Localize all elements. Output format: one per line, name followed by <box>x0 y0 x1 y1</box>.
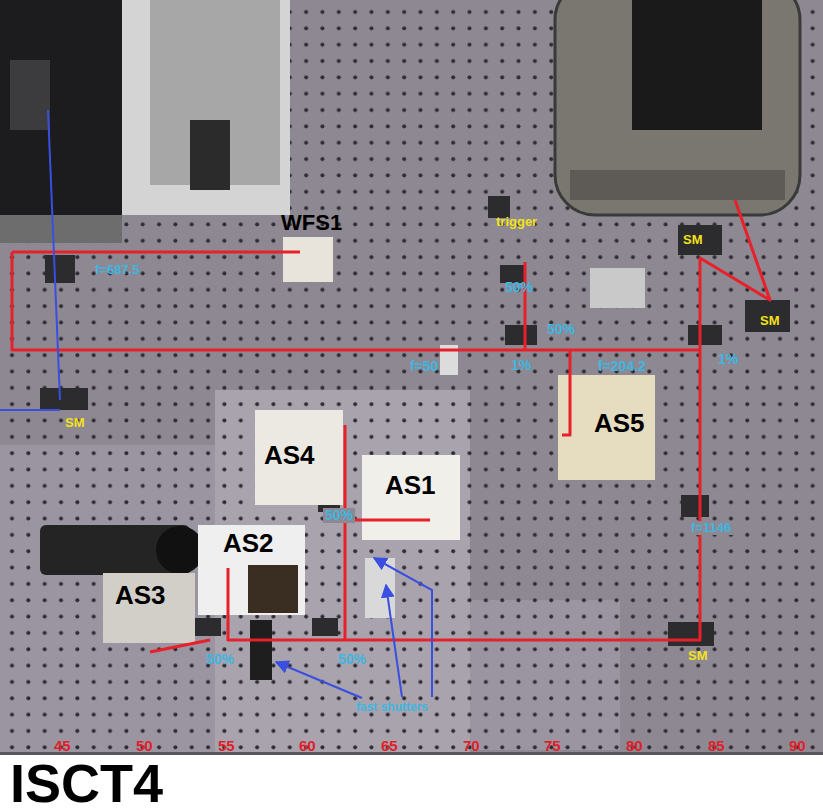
optic-label: SM <box>681 233 705 247</box>
detector-label: AS5 <box>594 409 645 438</box>
beam <box>562 350 570 435</box>
camera <box>40 525 204 575</box>
detector-photo <box>248 565 298 613</box>
optic-label: 50% <box>204 652 236 667</box>
equipment-part <box>10 60 50 130</box>
optic-label: fast shutters <box>354 701 430 714</box>
axis-number: 60 <box>297 738 318 755</box>
detector-paper <box>362 455 460 540</box>
table-edge <box>0 752 823 755</box>
table-holes <box>0 0 823 752</box>
detector-box: AS3 <box>111 579 170 612</box>
mirror-mount <box>40 388 88 410</box>
detector-box: AS1 <box>381 469 440 502</box>
detector-box: AS5 <box>590 407 649 440</box>
lens-mount <box>681 495 709 517</box>
detector-papers <box>103 237 655 643</box>
mirror-mount <box>312 618 338 636</box>
mirror-mount <box>678 225 722 255</box>
leader-line <box>386 585 402 697</box>
axis-number: 70 <box>461 738 482 755</box>
optic-label: SM <box>758 314 782 328</box>
beam <box>150 640 210 652</box>
optic-label: f=204.2 <box>596 359 648 374</box>
table-top <box>0 0 823 752</box>
detector-paper <box>283 237 333 282</box>
mirror-mount <box>505 325 537 345</box>
beam <box>12 251 300 254</box>
detector-label: AS2 <box>223 529 274 558</box>
detector-box: WFS1 <box>277 209 347 238</box>
chamber-flange <box>570 170 785 200</box>
detector-label: AS3 <box>115 581 166 610</box>
detector-box <box>590 268 645 308</box>
equipment-photo <box>0 0 290 243</box>
axis-number: 55 <box>216 738 237 755</box>
mirror-mount <box>688 325 722 345</box>
equipment-frame <box>122 0 290 215</box>
shutter <box>250 620 272 680</box>
optic-label: 50% <box>323 508 355 523</box>
equipment-block <box>0 0 122 238</box>
detector-label: AS1 <box>385 471 436 500</box>
beam <box>345 519 430 522</box>
detector-box: AS2 <box>219 527 278 560</box>
chamber-body <box>555 0 800 215</box>
mirror-mount <box>668 622 714 646</box>
axis-number: 85 <box>706 738 727 755</box>
mirror-mounts <box>40 196 790 680</box>
detector-paper <box>198 525 305 615</box>
camera-lens <box>156 526 204 574</box>
optic-label: 50% <box>503 280 535 295</box>
mirror-mount <box>745 300 790 332</box>
optic-label: f=50 <box>408 359 440 374</box>
detector-label: AS4 <box>264 441 315 470</box>
detector-paper <box>255 410 343 505</box>
beam <box>228 200 770 640</box>
optic-label: f=687.5 <box>93 263 141 277</box>
detector-paper <box>103 573 195 643</box>
axis-number: 90 <box>787 738 808 755</box>
aux-beam <box>48 110 60 400</box>
optic-label: trigger <box>494 215 539 229</box>
optic-label: SM <box>63 416 87 430</box>
axis-number: 65 <box>379 738 400 755</box>
equipment-base <box>0 215 122 243</box>
axis-number: 50 <box>134 738 155 755</box>
vacuum-chamber <box>555 0 800 215</box>
leader-line <box>374 558 432 697</box>
aux-beam <box>0 409 60 411</box>
axis-number: 80 <box>624 738 645 755</box>
beam <box>524 262 527 350</box>
optic-label: 1% <box>509 358 533 373</box>
axis-number: 75 <box>542 738 563 755</box>
chamber-window <box>632 0 762 130</box>
laser-beams <box>12 200 770 652</box>
beam <box>12 252 700 350</box>
beam <box>344 425 347 640</box>
optic-label: SM <box>686 649 710 663</box>
lens-mount <box>45 255 75 283</box>
leader-line <box>276 662 362 698</box>
detector-box: AS4 <box>260 439 319 472</box>
detector-paper <box>558 375 655 480</box>
optic-label: 50% <box>336 652 368 667</box>
optic-label: 1% <box>716 352 740 367</box>
aux-beams <box>0 110 432 698</box>
optic-label: f=1146 <box>689 521 733 535</box>
page-title: ISCT4 <box>10 756 163 810</box>
equipment-part <box>190 120 230 190</box>
axis-number: 45 <box>52 738 73 755</box>
mirror-mount <box>195 618 221 636</box>
optic-label: 50% <box>545 322 577 337</box>
detector-label: WFS1 <box>281 211 343 235</box>
